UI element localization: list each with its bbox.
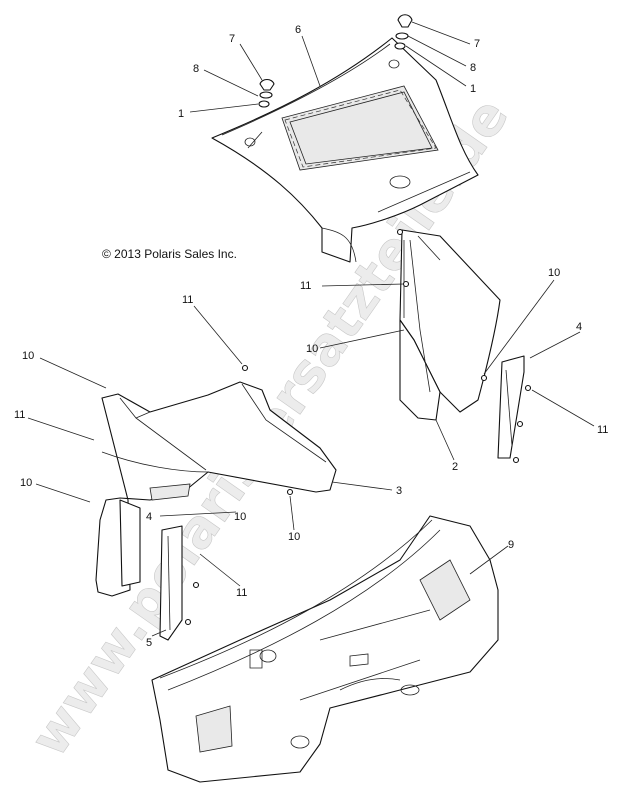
callout-4: 4 (146, 511, 152, 523)
fastener-stack-right (394, 14, 413, 50)
fastener-stack-left (258, 78, 275, 108)
callout-8: 8 (193, 63, 199, 75)
callout-7: 7 (474, 38, 480, 50)
part-9-dash-support (151, 515, 499, 783)
callout-5: 5 (146, 637, 152, 649)
callout-10: 10 (20, 477, 32, 489)
callout-10: 10 (22, 350, 34, 362)
callout-9: 9 (508, 539, 514, 551)
callout-10: 10 (234, 511, 246, 523)
callout-11: 11 (597, 424, 608, 436)
callout-8: 8 (470, 62, 476, 74)
callout-1: 1 (470, 83, 476, 95)
fasteners-small (184, 228, 532, 626)
part-3-side-panel (95, 381, 337, 597)
part-2-center-panel (399, 229, 501, 421)
callout-7: 7 (229, 33, 235, 45)
callout-11: 11 (300, 280, 311, 292)
callout-6: 6 (295, 24, 301, 36)
callout-11: 11 (236, 587, 247, 599)
leader-lines (27, 21, 595, 637)
part-6-cover (211, 37, 479, 263)
callout-labels: 7 8 1 6 7 8 1 11 10 11 10 11 10 4 10 11 … (14, 24, 608, 649)
callout-11: 11 (14, 409, 25, 421)
callout-2: 2 (452, 461, 458, 473)
callout-10: 10 (306, 343, 318, 355)
copyright-notice: © 2013 Polaris Sales Inc. (102, 247, 237, 261)
callout-4: 4 (576, 321, 582, 333)
part-4-bracket-left (159, 525, 183, 641)
callout-11: 11 (182, 294, 193, 306)
callout-3: 3 (396, 485, 402, 497)
callout-10: 10 (288, 531, 300, 543)
callout-10: 10 (548, 267, 560, 279)
part-4-bracket-right (497, 355, 525, 459)
callout-1: 1 (178, 108, 184, 120)
